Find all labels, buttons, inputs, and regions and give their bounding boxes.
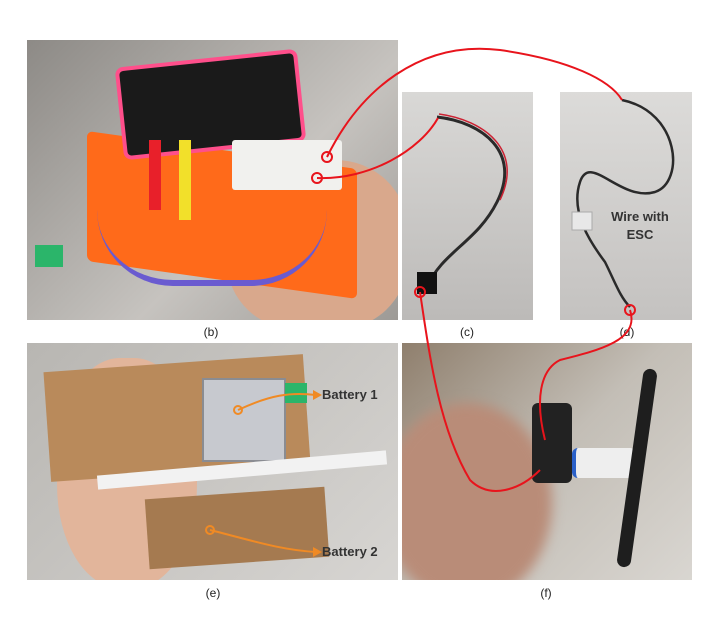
callout-circle	[624, 304, 636, 316]
servo-wire	[417, 113, 508, 294]
callout-line-b-to-d	[326, 47, 623, 158]
servo	[532, 403, 572, 483]
caption-c: (c)	[460, 325, 474, 339]
photo-panel-f	[402, 343, 692, 580]
callout-line-b-to-c	[316, 117, 439, 180]
callout-circle	[321, 151, 333, 163]
callout-line-c-to-f	[419, 291, 541, 492]
annotation-battery-2: Battery 2	[322, 544, 378, 559]
red-post	[149, 140, 161, 210]
connector-block	[232, 140, 342, 190]
photo-panel-d: Wire with ESC	[560, 92, 692, 320]
green-terminal	[35, 245, 63, 267]
annotation-battery-1: Battery 1	[322, 387, 378, 402]
photo-panel-e: Battery 1 Battery 2	[27, 343, 398, 580]
green-terminal	[285, 383, 307, 403]
wires	[97, 210, 327, 286]
caption-e: (e)	[205, 586, 221, 600]
callout-circle	[311, 172, 323, 184]
arrowhead-battery-2	[313, 547, 322, 557]
motor	[572, 448, 636, 478]
yellow-post	[179, 140, 191, 220]
blurred-hand	[402, 403, 552, 580]
arrow-battery-2	[209, 529, 317, 553]
arrow-battery-1	[237, 392, 317, 411]
esc-wire	[571, 98, 675, 308]
callout-circle	[414, 286, 426, 298]
caption-b: (b)	[203, 325, 219, 339]
photo-panel-c	[402, 92, 533, 320]
battery-1	[202, 378, 286, 462]
photo-panel-b	[27, 40, 398, 320]
annotation-wire-with-esc: Wire with ESC	[611, 209, 669, 242]
arrowhead-battery-1	[313, 390, 322, 400]
arrow-origin	[233, 405, 243, 415]
caption-f: (f)	[540, 586, 552, 600]
callout-line-d-to-f	[539, 309, 633, 441]
arrow-origin	[205, 525, 215, 535]
